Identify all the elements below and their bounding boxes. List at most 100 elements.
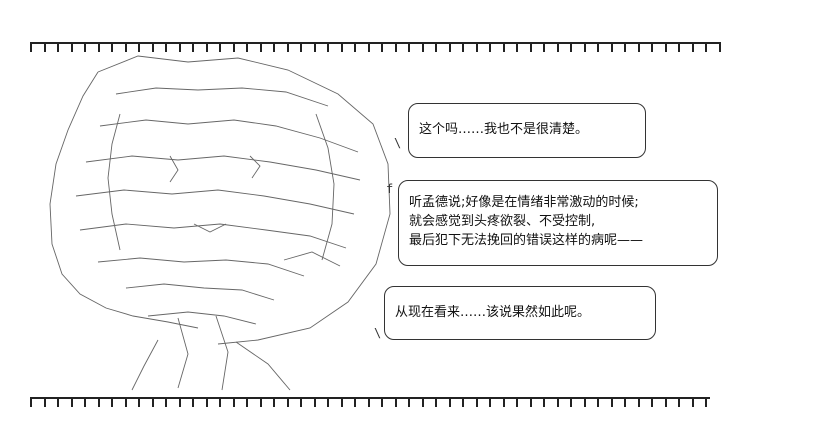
ascii-art-figure [49,55,391,391]
rule-tick [664,42,667,52]
rule-tick [124,42,127,52]
rule-tick [435,42,437,52]
rule-tick [448,42,451,52]
rule-tick [570,42,572,52]
rule-tick [543,397,545,407]
rule-tick [678,42,680,52]
rule-tick [583,397,586,407]
rule-tick [97,397,100,407]
rule-tick [43,397,46,407]
rule-tick [259,42,262,52]
rule-tick [313,42,316,52]
speech-tail-2: f [386,182,394,196]
rule-tick [259,397,262,407]
rule-tick [165,42,167,52]
rule-tick [489,42,491,52]
rule-tick [597,42,599,52]
speech-line: 从现在看来……该说果然如此呢。 [395,305,591,320]
rule-tick [84,42,86,52]
rule-tick [165,397,167,407]
rule-tick [570,397,572,407]
rule-tick [273,397,275,407]
rule-tick [421,397,424,407]
rule-tick [246,397,248,407]
rule-tick [381,397,383,407]
speech-line: 听孟德说;好像是在情绪非常激动的时候; [409,195,639,210]
rule-tick [205,397,208,407]
rule-tick [30,397,32,407]
speech-tail-1: \ [394,136,402,150]
rule-tick [300,397,302,407]
rule-tick [556,397,559,407]
rule-tick [340,42,343,52]
speech-line: 就会感觉到头疼欲裂、不受控制, [409,214,596,229]
rule-tick [637,397,640,407]
rule-tick [624,397,626,407]
rule-tick [178,42,181,52]
rule-tick [678,397,680,407]
rule-tick [475,42,478,52]
rule-tick [583,42,586,52]
speech-line: 最后犯下无法挽回的错误这样的病呢—— [409,233,644,248]
rule-tick [543,42,545,52]
rule-tick [313,397,316,407]
speech-bubble-3: 从现在看来……该说果然如此呢。 [384,286,656,340]
rule-tick [192,397,194,407]
rule-tick [637,42,640,52]
rule-tick [610,397,613,407]
top-border-rule [30,42,721,56]
rule-tick [273,42,275,52]
rule-tick [178,397,181,407]
rule-tick [556,42,559,52]
rule-tick [718,42,721,52]
rule-tick [286,42,289,52]
speech-line: 这个吗……我也不是很清楚。 [419,122,589,137]
rule-tick [205,42,208,52]
rule-tick [610,42,613,52]
rule-tick [340,397,343,407]
rule-tick [502,397,505,407]
rule-tick [691,42,694,52]
rule-tick [124,397,127,407]
rule-tick [151,397,154,407]
rule-tick [300,42,302,52]
rule-tick [408,42,410,52]
rule-tick [448,397,451,407]
rule-tick [354,42,356,52]
rule-tick [394,397,397,407]
rule-tick [664,397,667,407]
rule-tick [111,42,113,52]
rule-tick [462,42,464,52]
rule-tick [219,42,221,52]
rule-tick [691,397,694,407]
rule-tick [327,397,329,407]
rule-tick [651,42,653,52]
rule-tick [367,397,370,407]
rule-tick [286,397,289,407]
rule-tick [529,397,532,407]
rule-tick [462,397,464,407]
rule-tick [367,42,370,52]
rule-tick [529,42,532,52]
rule-tick [516,397,518,407]
rule-tick [232,397,235,407]
rule-tick [57,42,59,52]
rule-tick [57,397,59,407]
rule-tick [705,42,707,52]
speech-bubble-1: 这个吗……我也不是很清楚。 [408,103,646,158]
rule-tick [516,42,518,52]
speech-tail-3: \ [374,326,382,340]
rule-tick [381,42,383,52]
rule-tick [327,42,329,52]
rule-tick [138,397,140,407]
rule-tick [97,42,100,52]
rule-tick [705,397,707,407]
rule-tick [651,397,653,407]
rule-tick [502,42,505,52]
rule-tick [219,397,221,407]
rule-tick [70,42,73,52]
rule-tick [475,397,478,407]
rule-tick [43,42,46,52]
rule-tick [597,397,599,407]
rule-tick [489,397,491,407]
